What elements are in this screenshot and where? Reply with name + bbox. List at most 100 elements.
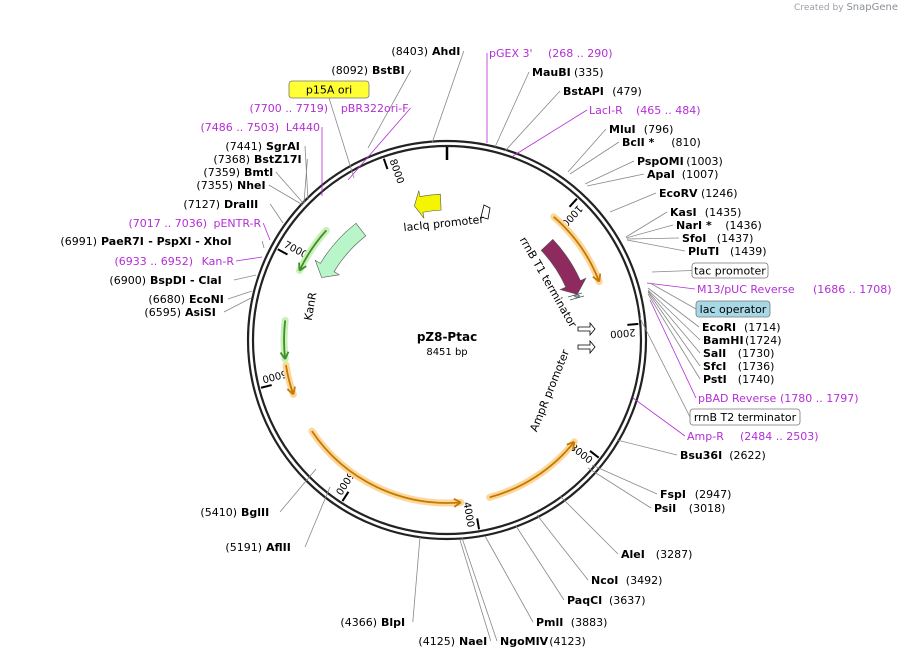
- box-text: tac promoter: [694, 265, 766, 278]
- enzyme-name: BmtI: [244, 166, 273, 179]
- enzyme-position: (335): [574, 66, 604, 79]
- primer-kan-r: Kan-R(6933 .. 6952): [114, 255, 234, 268]
- enzyme-position: (7359): [203, 166, 240, 179]
- orf-arrowhead: [279, 351, 290, 360]
- site-sfoi: SfoI(1437): [682, 232, 753, 245]
- enzyme-name: AsiSI: [185, 306, 216, 319]
- watermark-prefix: Created by: [794, 3, 844, 13]
- enzyme-name: PluTI: [688, 245, 719, 258]
- primer-pbr322ori-f: pBR322ori-F (7700 .. 7719): [249, 102, 408, 115]
- enzyme-position: (1437): [717, 232, 754, 245]
- enzyme-name: KasI: [670, 206, 697, 219]
- leader-bstz17i: [303, 158, 308, 204]
- leader-mlui: [567, 128, 607, 173]
- leader-pbad-reverse: [649, 299, 697, 399]
- boxed-label-tac-promoter: tac promoter: [691, 262, 769, 279]
- leader-bamhi: [647, 289, 701, 341]
- leader-bstbi: [367, 69, 412, 149]
- leader-naei: [459, 539, 492, 642]
- enzyme-position: (7441): [225, 140, 262, 153]
- site-bstz17i: BstZ17I(7368): [213, 153, 301, 166]
- leader-pluti: [626, 239, 686, 252]
- enzyme-name: BspDI: [150, 274, 186, 287]
- orf-arc: [489, 441, 576, 499]
- enzyme-position: (1714): [744, 321, 781, 334]
- site-ahdi: AhdI(8403): [391, 45, 460, 58]
- enzyme-position: (5410): [200, 506, 237, 519]
- orf-arrowhead: [298, 262, 307, 272]
- site-kasi: KasI(1435): [670, 206, 741, 219]
- site-nari: NarI *(1436): [676, 219, 762, 232]
- boxed-label-lac-operator: lac operator: [695, 300, 771, 318]
- backbone-outer-ring: [246, 139, 648, 541]
- enzyme-position: (1439): [730, 245, 767, 258]
- site-bsu36i: Bsu36I(2622): [680, 449, 766, 462]
- tick-label-8000: 8000: [387, 158, 406, 186]
- primer-name: pBAD Reverse: [698, 392, 776, 405]
- leader-maubi: [494, 71, 530, 148]
- leader-bmti: [275, 171, 305, 205]
- box-text: lac operator: [700, 303, 767, 316]
- leader-ecori: [647, 287, 700, 328]
- tick-label-4000: 4000: [461, 501, 476, 528]
- enzyme-name: SgrAI: [266, 140, 300, 153]
- leader-amp-r: [632, 397, 686, 437]
- enzyme-name: MluI: [609, 123, 636, 136]
- leader-ahdi: [431, 50, 465, 144]
- enzyme-position: (4366): [340, 616, 377, 629]
- site-pluti: PluTI (1439): [688, 245, 767, 258]
- site-sali: SalI(1730): [703, 347, 774, 360]
- enzyme-name: PmlI: [536, 616, 563, 629]
- orf-arrowhead: [286, 386, 296, 396]
- leader-sali: [647, 290, 701, 354]
- plasmid-length: 8451 bp: [426, 347, 467, 358]
- site-psii: PsiI (3018): [654, 502, 725, 515]
- tick-4000: [476, 518, 481, 530]
- primer-name: pBR322ori-F: [341, 102, 409, 115]
- primer-position: (6933 .. 6952): [114, 255, 193, 268]
- feature-arrows: [314, 190, 587, 295]
- leader-alei: [559, 495, 619, 555]
- enzyme-position: (2622): [729, 449, 766, 462]
- leader-pmli: [484, 535, 534, 623]
- enzyme-isoschizomers: - PspXI - XhoI: [148, 235, 231, 248]
- site-naei: NaeI(4125): [418, 635, 487, 648]
- box: [695, 300, 771, 318]
- enzyme-name: BstZ17I: [254, 153, 302, 166]
- site-bmti: BmtI (7359): [203, 166, 273, 179]
- enzyme-position: (2947): [695, 488, 732, 501]
- enzyme-name: EcoNI: [189, 293, 224, 306]
- enzyme-name: BstAPI: [563, 85, 604, 98]
- enzyme-position: (5191): [225, 541, 262, 554]
- enzyme-position: (1736): [738, 360, 775, 373]
- leader-kasi: [625, 211, 668, 238]
- tick-5000: [341, 491, 350, 502]
- leader-econi: [227, 290, 253, 300]
- leader-psii: [587, 467, 652, 509]
- site-alei: AleI(3287): [621, 548, 692, 561]
- leader-pspomi: [584, 160, 635, 185]
- enzyme-name: FspI: [660, 488, 686, 501]
- enzyme-name: PsiI: [654, 502, 676, 515]
- enzyme-position: (6900): [109, 274, 146, 287]
- primer-position: (7700 .. 7719): [249, 102, 328, 115]
- primer-laci-r: LacI-R(465 .. 484): [589, 104, 701, 117]
- leader-laci-r: [512, 109, 588, 157]
- primer-pgex-3: pGEX 3'(268 .. 290): [489, 47, 613, 60]
- leader-bstapi: [504, 90, 561, 152]
- enzyme-position: (3018): [689, 502, 726, 515]
- primer-l4440: L4440(7486 .. 7503): [200, 121, 320, 134]
- leader-paer7i: [261, 240, 265, 249]
- leader-ecorv: [609, 192, 657, 213]
- feature-label-kanr: KanR: [302, 291, 320, 322]
- leader-nari: [625, 224, 674, 239]
- site-labels: pGEX 3'(268 .. 290)MauBI(335)BstAPI(479)…: [60, 45, 891, 648]
- tick-1000: [568, 197, 578, 208]
- leader-blpi: [412, 536, 421, 623]
- box-text: p15A ori: [306, 84, 352, 97]
- site-maubi: MauBI(335): [532, 66, 604, 79]
- enzyme-name: BstBI: [372, 64, 405, 77]
- enzyme-position: (796): [644, 123, 674, 136]
- enzyme-name: BclI *: [622, 136, 655, 149]
